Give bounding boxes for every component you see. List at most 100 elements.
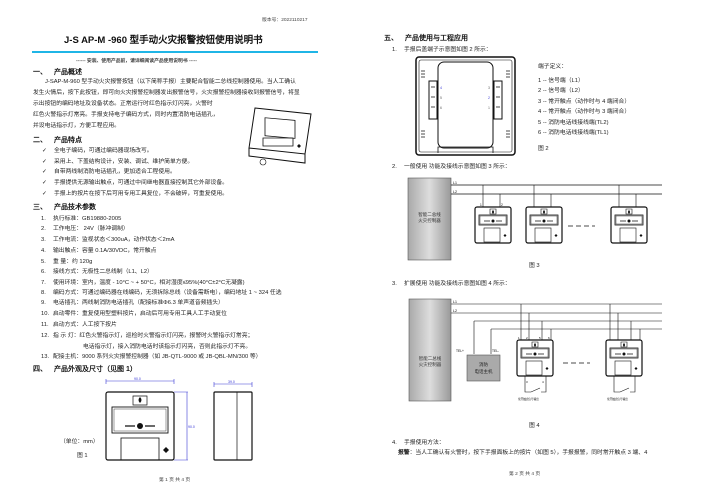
step-4-number: 4. bbox=[392, 440, 397, 446]
terminal-definition-title: 端子定义： bbox=[538, 64, 567, 70]
param-item: 执行标准：GB19880-2005 bbox=[53, 216, 122, 222]
param-item: 工作电压： 24V（脉冲调制） bbox=[53, 226, 129, 232]
param-item: 启动方式：人工按下按片 bbox=[53, 322, 117, 328]
overview-line-2: 发生火情后，按下此按钮，即可向火灾报警控制器发出报警信号，火灾报警控制器接收到报… bbox=[33, 90, 300, 96]
controller-label-1: 智能二总线 bbox=[418, 211, 441, 218]
term-2: 2 bbox=[501, 203, 503, 207]
dim-width: 90.0 bbox=[134, 377, 141, 381]
terminal-definition: 2 -- 信号端（L2） bbox=[538, 88, 584, 95]
l2-label: L2 bbox=[453, 309, 457, 313]
step-1-text: 手报后盖端子示意图如图 2 所示： bbox=[404, 47, 492, 53]
param-number: 6. bbox=[41, 269, 46, 275]
terminal-definition: 6 -- 消防电话线接线端(TL1) bbox=[538, 130, 609, 136]
feature-item: 手报提供无源输出触点，可通过中间继电器直接控制其它外部设备。 bbox=[54, 180, 228, 187]
dim-height: 90.0 bbox=[188, 425, 195, 429]
feature-item: 全电子编码，可通过编码器现场改写。 bbox=[54, 148, 153, 154]
feature-item: 采用上、下盖结构设计，安装、调试、维护简单方便。 bbox=[54, 158, 194, 165]
alarm-text: ：当人工确认有火警时，按下手报面板上的按片（如图 5），手报报警，同时常开触点 … bbox=[409, 450, 648, 456]
param-number: 1. bbox=[41, 216, 46, 222]
figure-1-drawing: 90.0 90.0 39.0 bbox=[105, 377, 253, 461]
param-number: 5. bbox=[41, 259, 46, 265]
dim-depth: 39.0 bbox=[228, 380, 235, 384]
title-divider bbox=[32, 51, 318, 53]
param-number: 4. bbox=[41, 248, 46, 254]
feature-item: 自带两线制消防电话插孔，更加适合工程使用。 bbox=[54, 169, 176, 176]
term-5: 5 bbox=[539, 336, 541, 340]
term-6: 6 bbox=[548, 336, 550, 340]
figure-2-terminal-diagram: 4 5 6 3 2 1 bbox=[415, 56, 516, 156]
figure-1-unit: （单位：mm） bbox=[60, 439, 99, 445]
param-number: 10. bbox=[41, 311, 50, 317]
section-4-title: 产品外观及尺寸（见图 1） bbox=[54, 366, 137, 373]
section-3-title: 产品技术参数 bbox=[54, 204, 96, 211]
figure-4-caption: 图 4 bbox=[529, 423, 540, 429]
param-item: 接线方式：无极性二总线制（L1、L2） bbox=[53, 269, 153, 275]
l2-label: L2 bbox=[453, 190, 457, 194]
step-3-text: 扩展使用 功能及接线示意图如图 4 所示： bbox=[404, 281, 511, 287]
phone-host-label-2: 电话主机 bbox=[475, 368, 493, 375]
figure-3-wiring-diagram: 智能二总线 火灾控制器 L1 L2 1 2 bbox=[407, 177, 662, 261]
param-item: 重 量：约 120g bbox=[53, 259, 93, 265]
param-number: 11. bbox=[41, 322, 49, 328]
term-2: 2 bbox=[526, 336, 528, 340]
step-2-text: 一般使用 功能及接线示意图如图 3 所示： bbox=[404, 164, 511, 170]
feature-item: 手报上的按片在按下后可用专用工具复位，不会破碎，可重复使用。 bbox=[54, 190, 228, 197]
step-1-number: 1. bbox=[392, 47, 397, 53]
checkmark-icon: ✓ bbox=[42, 190, 47, 197]
page-1-footer: 第 1 页 共 4 页 bbox=[159, 478, 191, 483]
l1-label: L1 bbox=[453, 181, 457, 185]
subtitle-notice: ------ 安装、使用产品前，请详细阅读产品使用说明书 ----- bbox=[76, 59, 197, 64]
section-1-number: 一、 bbox=[33, 69, 47, 76]
tel-minus-label: TEL- bbox=[492, 349, 499, 353]
overview-line-5: 并设电话指示灯，方便工程应用。 bbox=[33, 123, 120, 129]
l1-label: L1 bbox=[453, 300, 457, 304]
controller-label-2: 火灾控制器 bbox=[418, 217, 441, 224]
phone-host-label-1: 消防 bbox=[479, 361, 488, 368]
param-number: 9. bbox=[41, 300, 46, 306]
param-number: 2. bbox=[41, 226, 46, 232]
figure-1-caption: 图 1 bbox=[77, 453, 88, 459]
param-item: 工作电流：监视状态＜300uA，动作状态＜2mA bbox=[53, 237, 175, 243]
param-item: 配接主机：9000 系列火灾报警控制器（如 JB-QTL-9000 或 JB-Q… bbox=[53, 354, 262, 360]
param-number: 7. bbox=[41, 280, 46, 286]
out-4: 4 bbox=[542, 380, 544, 384]
param-item: 编码方式：可通过编码器在线编码，无须拆除总线（设备需断电），编码地址 1 ~ 3… bbox=[53, 290, 282, 296]
overview-line-1: J-SAP-M-960 型手动火灾报警按钮（以下简称手报）主要配合智能二总线控制… bbox=[45, 79, 296, 85]
controller-label-2: 火灾控制器 bbox=[419, 361, 442, 368]
figure-4-wiring-diagram: 智能二总线 火灾控制器 L1 L2 消防 电话主机 TEL+ TEL- 1 2 … bbox=[408, 298, 662, 402]
checkmark-icon: ✓ bbox=[42, 158, 47, 165]
checkmark-icon: ✓ bbox=[42, 148, 47, 154]
param-number: 12. bbox=[41, 333, 50, 339]
checkmark-icon: ✓ bbox=[42, 180, 47, 187]
terminal-4: 4 bbox=[440, 86, 442, 90]
param-item: 启动零件：重复使用型塑料按片，启动后可用专用工具人工手动复位 bbox=[53, 311, 227, 317]
figure-3-caption: 图 3 bbox=[529, 263, 540, 269]
param-item: 电话指示灯，接入消防电话时该指示灯闪亮，否则此指示灯不亮。 bbox=[83, 344, 252, 350]
section-5-title: 产品使用与工程应用 bbox=[405, 35, 468, 42]
section-4-number: 四、 bbox=[33, 366, 47, 373]
section-2-number: 二、 bbox=[33, 137, 47, 144]
product-illustration bbox=[248, 107, 312, 166]
overview-line-4: 红色火警指示灯常亮。手报支持电子编码方式，同时内置消防电话插孔， bbox=[33, 112, 219, 118]
terminal-definition: 1 -- 信号端（L1） bbox=[538, 78, 584, 84]
param-item: 电话插孔：两线制消防电话插孔（配接标准Φ6.3 单声道音频插头） bbox=[53, 300, 224, 306]
overview-line-3: 示出按钮的编码地址及设备状态。正常运行时红色指示灯闪亮，火警时 bbox=[33, 101, 213, 107]
out-3: 3 bbox=[526, 380, 528, 384]
param-number: 13. bbox=[41, 354, 50, 360]
alarm-label: 报警 bbox=[398, 450, 410, 456]
document-title: J-S AP-M -960 型手动火灾报警按钮使用说明书 bbox=[64, 35, 263, 46]
tel-plus-label: TEL+ bbox=[456, 349, 464, 353]
terminal-definition: 5 -- 消防电话线接线端(TL2) bbox=[538, 119, 609, 126]
terminal-2: 2 bbox=[488, 96, 490, 100]
terminal-definition: 3 -- 常开触点（动作时与 4 端闭合） bbox=[538, 98, 631, 105]
param-number: 3. bbox=[41, 237, 46, 243]
term-1: 1 bbox=[480, 203, 482, 207]
section-3-number: 三、 bbox=[33, 204, 47, 211]
step-4-text: 手报使用方法： bbox=[404, 440, 445, 446]
terminal-3: 3 bbox=[488, 86, 490, 90]
term-1: 1 bbox=[518, 336, 520, 340]
param-number: 8. bbox=[41, 290, 46, 296]
controller-label-1: 智能二总线 bbox=[419, 355, 442, 362]
param-item: 输出触点：容量 0.1A/30VDC，常开触点 bbox=[53, 248, 157, 254]
param-item: 使用环境：室内，温度 - 10°C ~ + 50°C，相对湿度≤95%(40°C… bbox=[53, 280, 245, 286]
